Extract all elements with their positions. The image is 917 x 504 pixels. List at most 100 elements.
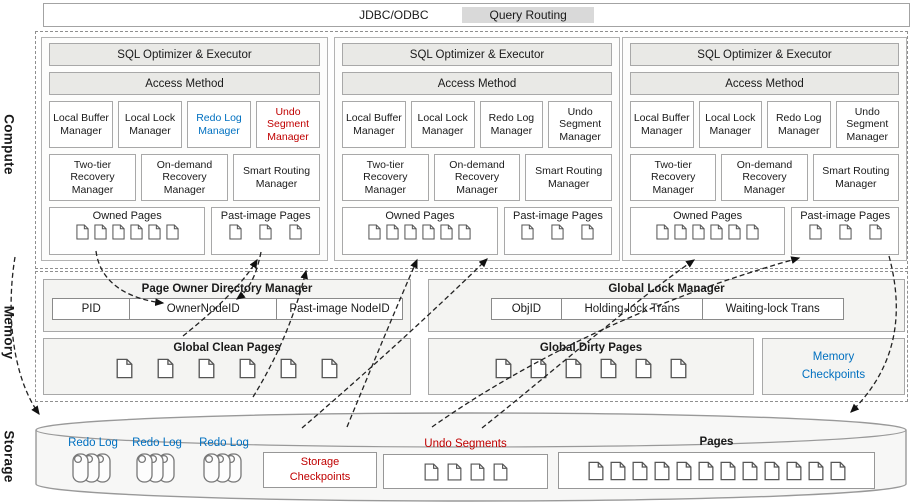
page-icon (157, 358, 174, 379)
compute-node-2: SQL Optimizer & Executor Access Method L… (334, 37, 620, 261)
page-icon (440, 224, 454, 240)
page-icon (869, 224, 882, 240)
redo-log-group-3: Redo Log (198, 437, 250, 486)
undo-segment-manager-box: Undo Segment Manager (835, 101, 899, 148)
page-icon (447, 462, 461, 481)
global-clean-pages-box: Global Clean Pages (43, 338, 411, 395)
access-method-box: Access Method (630, 72, 899, 95)
page-icon (166, 224, 179, 240)
pod-manager-box: Page Owner Directory Manager PID OwnerNo… (43, 279, 411, 332)
page-icon (116, 358, 133, 379)
page-icon (259, 224, 272, 240)
redo-log-icon (203, 453, 242, 483)
section-label-memory: Memory (1, 305, 17, 360)
pod-table: PID OwnerNodeID Past-image NodeID (52, 298, 403, 320)
page-icon (551, 224, 565, 240)
page-icon (521, 224, 535, 240)
page-icon (368, 224, 382, 240)
past-image-pages-box: Past-image Pages (211, 207, 320, 255)
undo-segments-box (383, 454, 548, 489)
page-icon (728, 224, 741, 240)
access-method-box: Access Method (342, 72, 612, 95)
page-icon (112, 224, 125, 240)
page-icon (280, 358, 297, 379)
page-icon (94, 224, 107, 240)
pod-col-ownernodeid: OwnerNodeID (129, 298, 278, 320)
pod-title: Page Owner Directory Manager (141, 283, 313, 295)
on-demand-recovery-box: On-demand Recovery Manager (141, 154, 228, 201)
two-tier-recovery-box: Two-tier Recovery Manager (630, 154, 717, 201)
redo-log-manager-box: Redo Log Manager (767, 101, 831, 148)
on-demand-recovery-box: On-demand Recovery Manager (433, 154, 521, 201)
page-icon (458, 224, 472, 240)
manager-row: Local Buffer Manager Local Lock Manager … (630, 101, 899, 148)
pages-box (558, 452, 875, 489)
compute-node-1: SQL Optimizer & Executor Access Method L… (41, 37, 328, 261)
undo-segments-label: Undo Segments (424, 438, 507, 450)
page-icon (148, 224, 161, 240)
recovery-row: Two-tier Recovery Manager On-demand Reco… (630, 154, 899, 201)
section-label-compute: Compute (1, 114, 17, 175)
page-icon (495, 358, 512, 379)
page-icon (424, 462, 438, 481)
owned-pages-box: Owned Pages (49, 207, 206, 255)
page-icon (530, 358, 547, 379)
glm-col-waiting: Waiting-lock Trans (701, 298, 844, 320)
page-icon (581, 224, 595, 240)
redo-log-group-1: Redo Log (67, 437, 119, 486)
page-icon (742, 461, 757, 480)
page-icon (830, 461, 845, 480)
local-lock-manager-box: Local Lock Manager (698, 101, 762, 148)
sql-optimizer-box: SQL Optimizer & Executor (49, 43, 320, 66)
sql-optimizer-box: SQL Optimizer & Executor (342, 43, 612, 66)
page-icon (422, 224, 436, 240)
page-icon (746, 224, 759, 240)
owned-pages-box: Owned Pages (630, 207, 786, 255)
pages-label: Pages (699, 436, 734, 448)
page-icon (289, 224, 302, 240)
glm-table: ObjID Holding-lock Trans Waiting-lock Tr… (490, 298, 844, 320)
page-icon (670, 358, 687, 379)
two-tier-recovery-box: Two-tier Recovery Manager (49, 154, 136, 201)
redo-log-icon (72, 453, 111, 483)
access-method-box: Access Method (49, 72, 320, 95)
pod-col-pastimage-nodeid: Past-image NodeID (276, 298, 403, 320)
local-buffer-manager-box: Local Buffer Manager (630, 101, 694, 148)
page-icon (786, 461, 801, 480)
page-icon (654, 461, 669, 480)
local-buffer-manager-box: Local Buffer Manager (342, 101, 406, 148)
redo-log-group-2: Redo Log (131, 437, 183, 486)
pod-col-pid: PID (52, 298, 131, 320)
undo-segment-manager-box: Undo Segment Manager (256, 101, 320, 148)
page-icon (588, 461, 603, 480)
compute-node-3: SQL Optimizer & Executor Access Method L… (622, 37, 907, 261)
smart-routing-box: Smart Routing Manager (233, 154, 320, 201)
page-icon (656, 224, 669, 240)
glm-title: Global Lock Manager (608, 283, 725, 295)
two-tier-recovery-box: Two-tier Recovery Manager (342, 154, 429, 201)
global-dirty-pages-box: Global Dirty Pages (428, 338, 754, 395)
page-icon (674, 224, 687, 240)
page-icon (635, 358, 652, 379)
page-icon (470, 462, 484, 481)
page-icon (710, 224, 723, 240)
page-icon (229, 224, 242, 240)
local-lock-manager-box: Local Lock Manager (410, 101, 475, 148)
local-lock-manager-box: Local Lock Manager (118, 101, 182, 148)
recovery-row: Two-tier Recovery Manager On-demand Reco… (49, 154, 320, 201)
jdbc-odbc-label: JDBC/ODBC (359, 8, 429, 22)
page-icon (764, 461, 779, 480)
jdbc-odbc-bar: JDBC/ODBC Query Routing (43, 3, 910, 27)
page-icon (321, 358, 338, 379)
recovery-row: Two-tier Recovery Manager On-demand Reco… (342, 154, 613, 201)
page-icon (692, 224, 705, 240)
redo-log-manager-box: Redo Log Manager (479, 101, 544, 148)
page-icon (839, 224, 852, 240)
redo-log-manager-box: Redo Log Manager (187, 101, 251, 148)
page-icon (632, 461, 647, 480)
storage-checkpoints-box: Storage Checkpoints (263, 452, 377, 488)
memory-checkpoints-box: Memory Checkpoints (762, 338, 905, 395)
past-image-pages-box: Past-image Pages (791, 207, 899, 255)
query-routing-badge: Query Routing (462, 7, 594, 23)
